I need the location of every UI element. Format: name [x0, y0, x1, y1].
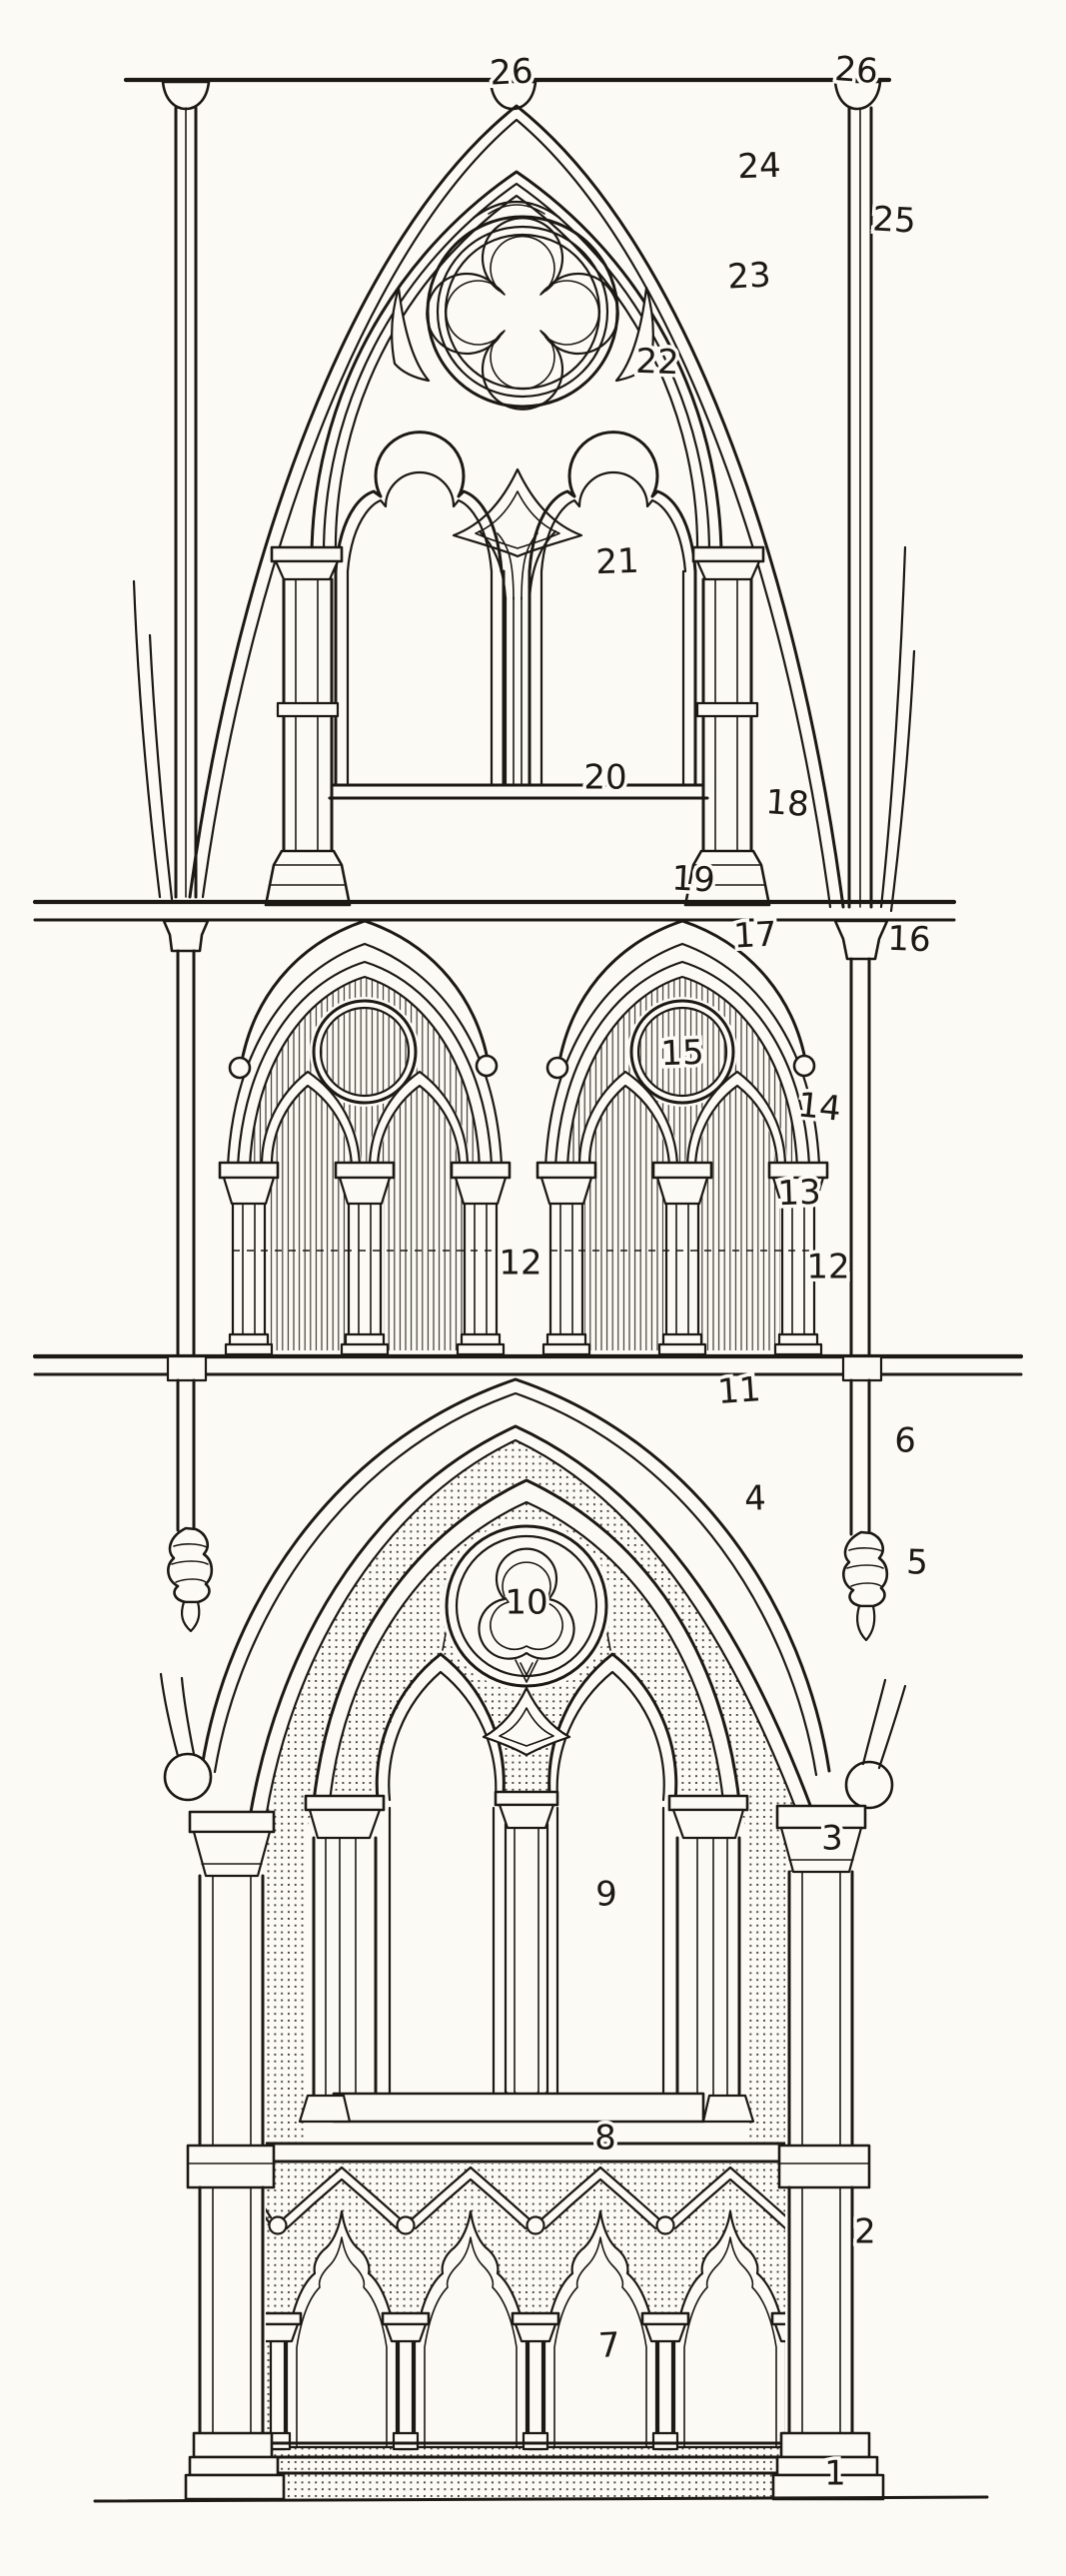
clerestory-arch-reveal	[334, 194, 699, 557]
clerestory-jamb-right	[683, 545, 771, 907]
part-label-14: 14	[796, 1085, 843, 1129]
y-spandrel-inner	[499, 1707, 554, 1747]
sub-arch-right-inner	[555, 1670, 665, 1802]
window-arch-inner	[328, 1500, 725, 1804]
window-arch-outer	[312, 1478, 741, 1804]
part-label-15: 15	[660, 1033, 705, 1074]
triforium-tier	[32, 899, 1024, 1382]
part-label-11: 11	[716, 1369, 762, 1412]
dado-columns	[253, 2311, 820, 2451]
corbel-right	[833, 80, 882, 111]
sub-arch-left-inner	[388, 1670, 498, 1802]
wall-shaft-left	[132, 106, 198, 901]
part-label-18: 18	[764, 782, 810, 825]
apex-cusp-inner	[488, 204, 545, 215]
hood-stop-ball-right	[844, 1760, 894, 1810]
shaft-block-left	[166, 1354, 208, 1382]
clerestory-hood-outer	[188, 104, 845, 909]
arcade-hood-outer	[200, 1377, 831, 1773]
mid-panel-inner	[475, 490, 560, 549]
hood-stop-ball	[475, 1054, 499, 1078]
hood-stop-ball	[792, 1054, 816, 1078]
clerestory-jamb-left	[264, 545, 352, 907]
window-jamb-right	[667, 1794, 749, 2098]
part-label-3: 3	[821, 1819, 843, 1859]
part-label-24: 24	[737, 146, 782, 187]
part-label-16: 16	[887, 919, 932, 960]
pendant-shaft-right	[842, 1378, 889, 1642]
part-label-12: 12	[806, 1248, 849, 1288]
part-label-1: 1	[824, 2454, 846, 2494]
hood-stop-ball	[228, 1056, 252, 1080]
pier-right	[771, 1804, 885, 2501]
hood-stub-right	[861, 1678, 907, 1770]
part-label-10: 10	[505, 1583, 547, 1623]
arcade-arch-outer	[248, 1424, 813, 1820]
clerestory-light-left	[334, 430, 506, 787]
window-jamb-left	[304, 1794, 386, 2098]
shaft-block-right	[841, 1354, 883, 1382]
clerestory-arch-outer	[310, 170, 723, 557]
window-sill	[264, 2092, 799, 2163]
part-label-17: 17	[732, 914, 777, 956]
part-label-23: 23	[726, 255, 771, 297]
wall-shaft-capital-right	[833, 919, 889, 961]
part-label-5: 5	[906, 1542, 929, 1583]
arcade-arch-inner	[264, 1438, 798, 1820]
part-label-25: 25	[871, 199, 916, 241]
clerestory-hood-inner	[201, 118, 832, 909]
hood-stub-left	[159, 1672, 196, 1758]
part-label-26: 26	[489, 51, 533, 93]
part-label-20: 20	[583, 758, 626, 798]
floor-line	[93, 2495, 989, 2503]
triforium-bay-left	[218, 919, 512, 1356]
part-label-8: 8	[594, 2119, 616, 2158]
pier-left	[184, 1810, 286, 2501]
hood-stop-ball-left	[163, 1752, 213, 1802]
part-label-19: 19	[670, 858, 715, 900]
clerestory-tier	[123, 77, 916, 913]
triforium-colonnettes-left-bay	[218, 1161, 512, 1356]
wall-shaft-right	[847, 106, 916, 913]
clerestory-arch-inner	[322, 182, 711, 557]
triforium-colonnettes-right-bay	[535, 1161, 829, 1356]
part-label-13: 13	[777, 1173, 822, 1214]
pendant-shaft-left	[167, 1378, 214, 1633]
apex-cusp	[472, 201, 561, 220]
part-label-9: 9	[595, 1875, 617, 1915]
spandrel-panel-right	[614, 286, 654, 383]
part-label-2: 2	[854, 2212, 876, 2252]
hood-stop-ball	[545, 1056, 569, 1080]
window-light-right	[548, 1656, 676, 2094]
triforium-bay-right	[535, 919, 829, 1356]
spandrel-panel-left	[391, 286, 431, 383]
clerestory-mullion	[478, 529, 557, 787]
part-label-21: 21	[595, 541, 640, 582]
part-label-4: 4	[743, 1478, 766, 1519]
window-mullion	[494, 1790, 559, 2118]
clerestory-sill	[328, 783, 709, 800]
dado-arcade	[252, 2165, 820, 2451]
part-label-22: 22	[635, 342, 680, 383]
window-light-left	[379, 1656, 505, 2094]
quatrefoil-roundel	[426, 215, 619, 411]
wall-shaft-capital-left	[162, 919, 210, 953]
arcade-hood-inner	[213, 1391, 818, 1777]
arcade-tier	[93, 1377, 989, 2503]
part-label-6: 6	[893, 1420, 917, 1461]
trefoil-roundel	[442, 1521, 611, 1691]
wall-base	[252, 2441, 813, 2475]
part-label-26: 26	[833, 49, 879, 92]
part-label-12: 12	[499, 1244, 541, 1284]
part-label-7: 7	[597, 2325, 621, 2366]
